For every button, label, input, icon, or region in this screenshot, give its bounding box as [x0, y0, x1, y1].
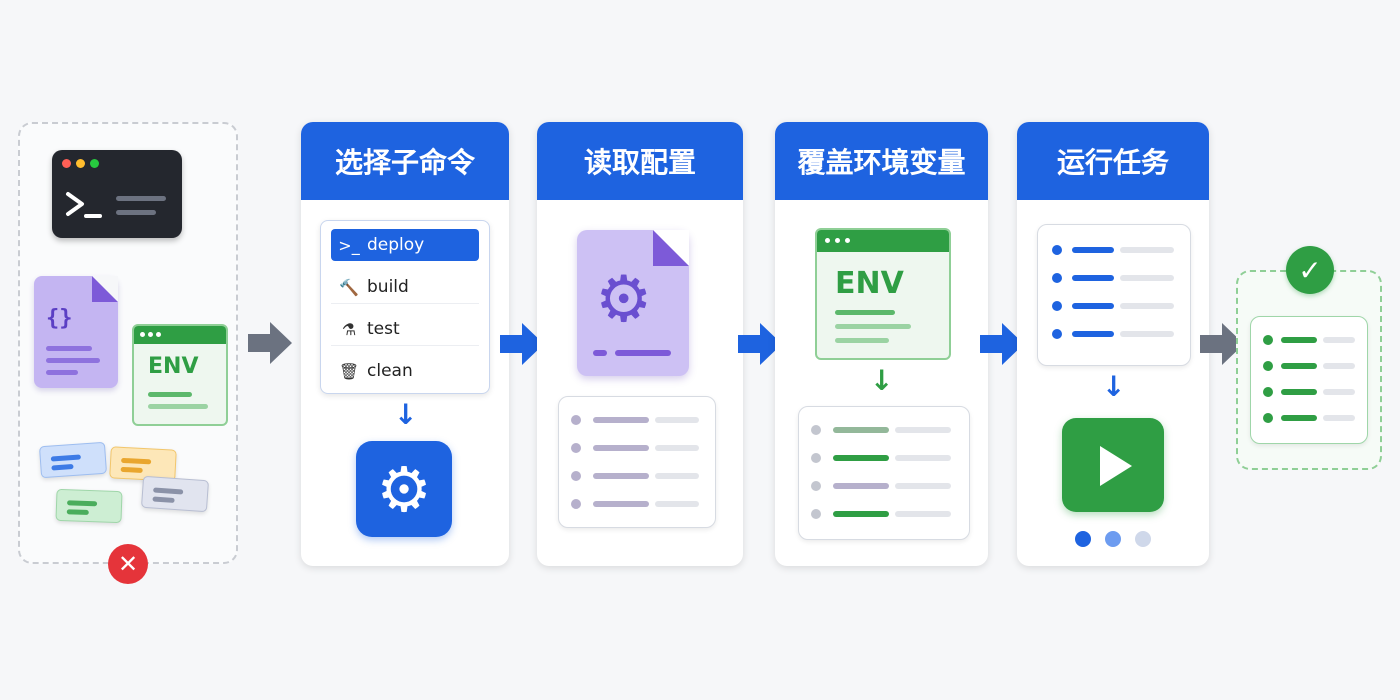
- subcommand-clean[interactable]: 🗑 clean: [331, 355, 479, 387]
- stage-title: 运行任务: [1017, 122, 1209, 200]
- flow-arrow-icon: [738, 323, 782, 365]
- subcommand-deploy[interactable]: >_ deploy: [331, 229, 479, 261]
- down-arrow-icon: ↓: [394, 398, 418, 431]
- arg-card-blue: [38, 441, 108, 479]
- terminal-window-icon: [52, 150, 182, 238]
- flask-icon: ⚗: [341, 319, 357, 339]
- stage-title: 读取配置: [537, 122, 743, 200]
- gear-icon: ⚙: [356, 441, 452, 537]
- flow-arrow-icon: [1200, 323, 1244, 365]
- env-file-window-icon: ENV: [132, 324, 228, 426]
- hammer-icon: 🔨: [339, 277, 359, 297]
- error-x-icon: ✕: [108, 544, 148, 584]
- task-list: [1037, 224, 1191, 366]
- flow-arrow-icon: [500, 323, 544, 365]
- progress-dot: [1135, 531, 1151, 547]
- config-file-gear-icon: ⚙: [577, 230, 689, 376]
- env-label: ENV: [835, 266, 904, 301]
- subcommand-label: deploy: [367, 235, 425, 255]
- subcommand-test[interactable]: ⚗ test: [331, 313, 479, 346]
- subcommand-label: build: [367, 277, 409, 297]
- flow-arrow-icon: [248, 322, 292, 364]
- progress-dot: [1075, 531, 1091, 547]
- subcommand-label: test: [367, 319, 400, 339]
- json-braces-symbol: {}: [46, 306, 73, 331]
- config-values-list: [558, 396, 716, 528]
- result-list: [1250, 316, 1368, 444]
- subcommand-build[interactable]: 🔨 build: [331, 271, 479, 304]
- config-file-icon: {}: [34, 276, 118, 388]
- trash-icon: 🗑: [338, 361, 360, 381]
- env-override-window-icon: ENV: [815, 228, 951, 360]
- success-check-icon: ✓: [1286, 246, 1334, 294]
- terminal-prompt-icon: >_: [338, 235, 360, 255]
- stage-title: 覆盖环境变量: [775, 122, 988, 200]
- progress-dot: [1105, 531, 1121, 547]
- env-label: ENV: [148, 354, 199, 379]
- env-values-list: [798, 406, 970, 540]
- arg-card-gray: [140, 475, 210, 513]
- down-arrow-icon: ↓: [870, 364, 894, 397]
- flow-arrow-icon: [980, 323, 1024, 365]
- subcommand-menu: >_ deploy 🔨 build ⚗ test 🗑 clean: [320, 220, 490, 394]
- play-icon: [1062, 418, 1164, 512]
- arg-card-green: [55, 488, 123, 524]
- down-arrow-icon: ↓: [1102, 370, 1126, 403]
- subcommand-label: clean: [367, 361, 413, 381]
- stage-title: 选择子命令: [301, 122, 509, 200]
